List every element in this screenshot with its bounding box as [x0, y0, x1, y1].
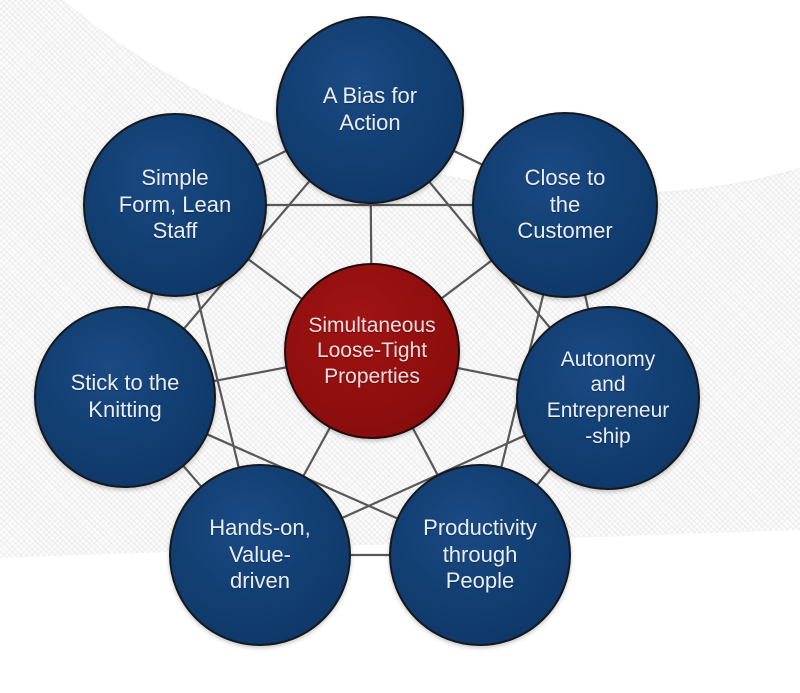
node-hands-on-value-driven[interactable]: Hands-on, Value- driven [169, 464, 351, 646]
node-label: Simple Form, Lean Staff [118, 164, 232, 244]
node-autonomy-entrepreneurship[interactable]: Autonomy and Entrepreneur -ship [516, 306, 700, 490]
node-center-simultaneous-loose-tight-properties[interactable]: Simultaneous Loose-Tight Properties [284, 263, 460, 439]
node-label: Hands-on, Value- driven [209, 514, 311, 594]
node-productivity-through-people[interactable]: Productivity through People [389, 464, 571, 646]
node-label: Simultaneous Loose-Tight Properties [308, 313, 436, 388]
node-label: A Bias for Action [322, 83, 418, 135]
node-label: Close to the Customer [517, 164, 613, 244]
node-label: Stick to the Knitting [70, 370, 180, 422]
node-label: Autonomy and Entrepreneur -ship [546, 347, 670, 448]
node-stick-to-the-knitting[interactable]: Stick to the Knitting [34, 306, 216, 488]
node-bias-for-action[interactable]: A Bias for Action [276, 16, 464, 204]
node-close-to-the-customer[interactable]: Close to the Customer [472, 112, 658, 298]
node-label: Productivity through People [423, 514, 537, 594]
node-simple-form-lean-staff[interactable]: Simple Form, Lean Staff [83, 113, 267, 297]
